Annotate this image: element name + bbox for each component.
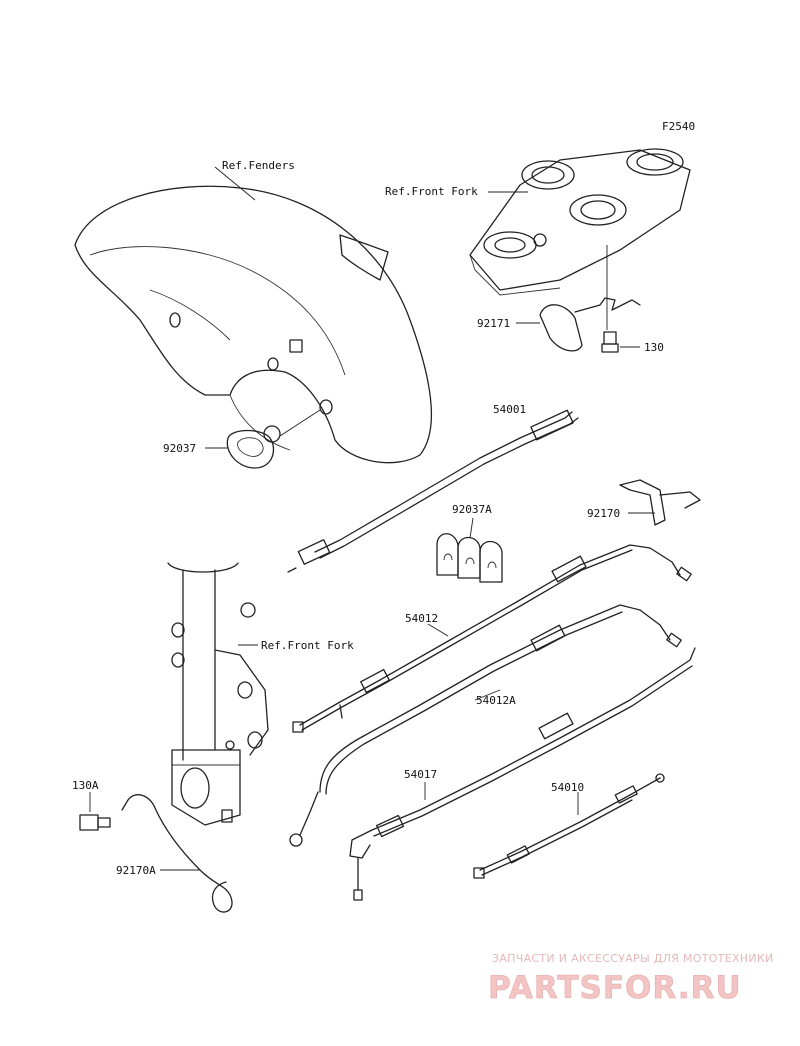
part-92170-label: 92170 — [587, 507, 620, 520]
part-130A-label: 130A — [72, 779, 99, 792]
part-54012-label: 54012 — [405, 612, 438, 625]
grommet-92037-drawing — [226, 409, 321, 469]
part-92170A-label: 92170A — [116, 864, 156, 877]
part-54001-label: 54001 — [493, 403, 526, 416]
cable-54012A-drawing — [289, 604, 682, 847]
part-92037A-label: 92037A — [452, 503, 492, 516]
bolt-130A-drawing — [79, 814, 111, 831]
watermark-logo: PARTSFOR.RU — [488, 970, 742, 1006]
watermark-tagline: ЗАПЧАСТИ И АКСЕССУАРЫ ДЛЯ МОТОТЕХНИКИ — [492, 952, 774, 965]
fork-leg-drawing — [167, 562, 269, 826]
part-92037-label: 92037 — [163, 442, 196, 455]
guide-92170A-drawing — [121, 794, 233, 913]
front-fender-drawing — [74, 185, 433, 464]
part-130-label: 130 — [644, 341, 664, 354]
upper-triple-clamp-drawing — [469, 148, 691, 296]
cable-54012-drawing — [292, 544, 692, 733]
figure-code: F2540 — [662, 120, 695, 133]
cable-54001-drawing — [287, 409, 579, 573]
ref-fenders-label: Ref.Fenders — [222, 159, 295, 172]
part-54012A-label: 54012A — [476, 694, 516, 707]
holder-92170-drawing — [619, 479, 701, 526]
ref-front-fork-lower-label: Ref.Front Fork — [261, 639, 354, 652]
part-54010-label: 54010 — [551, 781, 584, 794]
guide-92171-drawing — [539, 245, 641, 352]
cable-54017-drawing — [349, 647, 696, 901]
clamp-92037A-drawing — [436, 533, 503, 583]
bolt-130-drawing — [601, 331, 619, 353]
part-92171-label: 92171 — [477, 317, 510, 330]
cable-54010-drawing — [473, 773, 665, 879]
ref-front-fork-upper-label: Ref.Front Fork — [385, 185, 478, 198]
part-54017-label: 54017 — [404, 768, 437, 781]
